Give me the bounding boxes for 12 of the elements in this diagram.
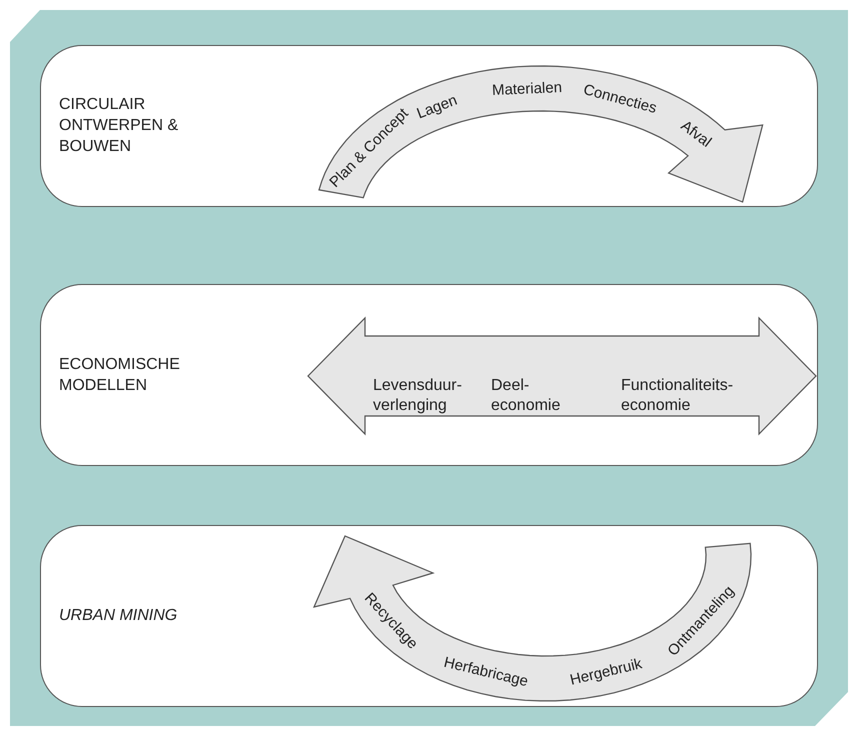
arrow-text: Lagen	[414, 91, 460, 122]
panel-title: ECONOMISCHE MODELLEN	[59, 354, 181, 396]
arrow-text: Functionaliteits- economie	[621, 376, 734, 416]
panel	[40, 525, 818, 707]
panel	[40, 45, 818, 207]
arrow-text: Deel- economie	[491, 376, 560, 416]
panel-title: URBAN MINING	[59, 606, 178, 626]
arrow-text: Levensduur- verlenging	[373, 376, 462, 416]
panel-title: CIRCULAIR ONTWERPEN & BOUWEN	[59, 95, 180, 157]
arrow-text: Afval	[678, 117, 715, 151]
arrow-text: Materialen	[492, 78, 562, 99]
panel	[40, 284, 818, 466]
